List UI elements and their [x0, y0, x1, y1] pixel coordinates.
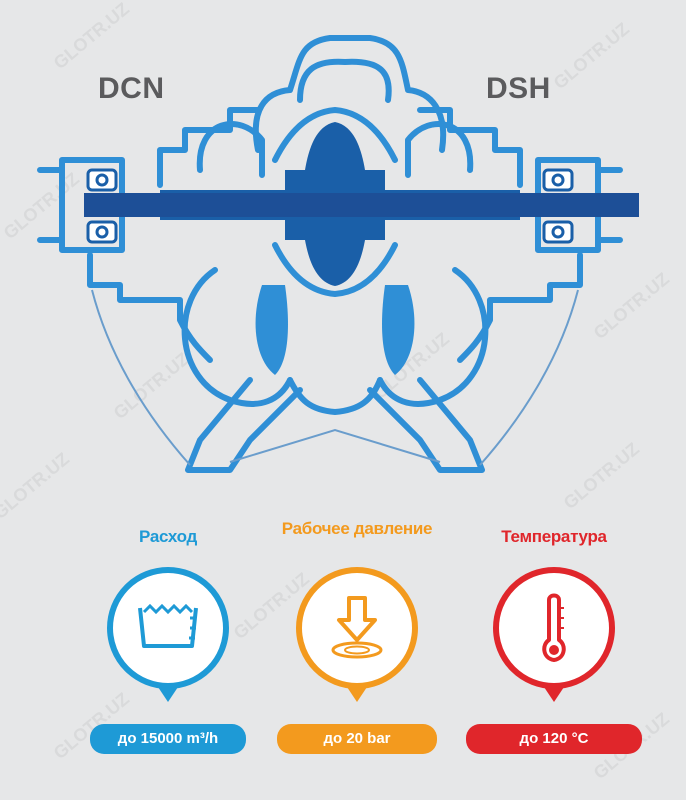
- housing-right: [417, 107, 523, 188]
- support-line-left: [91, 289, 191, 466]
- suction-channel-left: [185, 377, 303, 473]
- upper-chamber-right: [405, 121, 474, 178]
- lower-lobe-left: [255, 285, 288, 375]
- param-flow-title: Расход: [139, 527, 197, 546]
- base-line: [229, 428, 441, 463]
- impeller-lower: [272, 242, 398, 297]
- bearing-housing-right: [535, 157, 601, 253]
- bearing-left: [86, 168, 118, 244]
- bearing-cover-right: [595, 167, 623, 243]
- bearing-cover-left: [37, 167, 65, 243]
- param-pressure-value: до 20 bar: [277, 724, 437, 754]
- lower-lobe-right: [382, 285, 415, 375]
- impeller-upper: [272, 107, 398, 163]
- bearing-right: [542, 168, 574, 244]
- param-pressure: Рабочее давление до 20 bar: [257, 520, 457, 768]
- lower-volute-outer: [181, 267, 489, 407]
- param-temperature-value: до 120 °C: [466, 724, 642, 754]
- bearing-housing-left: [59, 157, 125, 253]
- param-flow-value: до 15000 m³/h: [90, 724, 246, 754]
- thermometer-icon: [493, 567, 615, 702]
- impeller-vanes-top: [305, 122, 365, 170]
- suction-channel-right: [367, 377, 485, 473]
- impeller-vanes-bottom: [305, 240, 365, 286]
- volute-top-inner: [297, 58, 392, 103]
- param-temperature: Температура до 120 °C: [454, 528, 654, 768]
- lower-frame-left: [87, 252, 213, 363]
- param-flow: Расход до 15000 m³/h: [68, 528, 268, 768]
- lower-frame-right: [457, 252, 583, 363]
- param-temperature-title: Температура: [501, 527, 607, 546]
- housing-left: [157, 107, 261, 188]
- param-pressure-title: Рабочее давление: [281, 519, 433, 538]
- model-label-dsh: DSH: [486, 72, 551, 105]
- flow-tank-icon: [107, 567, 229, 702]
- upper-chamber-left: [196, 121, 265, 178]
- volute-casing-top: [252, 35, 447, 153]
- shaft: [84, 193, 639, 217]
- lower-volute-bottom: [287, 377, 383, 415]
- pressure-arrow-icon: [296, 567, 418, 702]
- model-label-dcn: DCN: [98, 72, 165, 105]
- support-line-right: [479, 289, 579, 466]
- pump-cross-section: [37, 35, 639, 473]
